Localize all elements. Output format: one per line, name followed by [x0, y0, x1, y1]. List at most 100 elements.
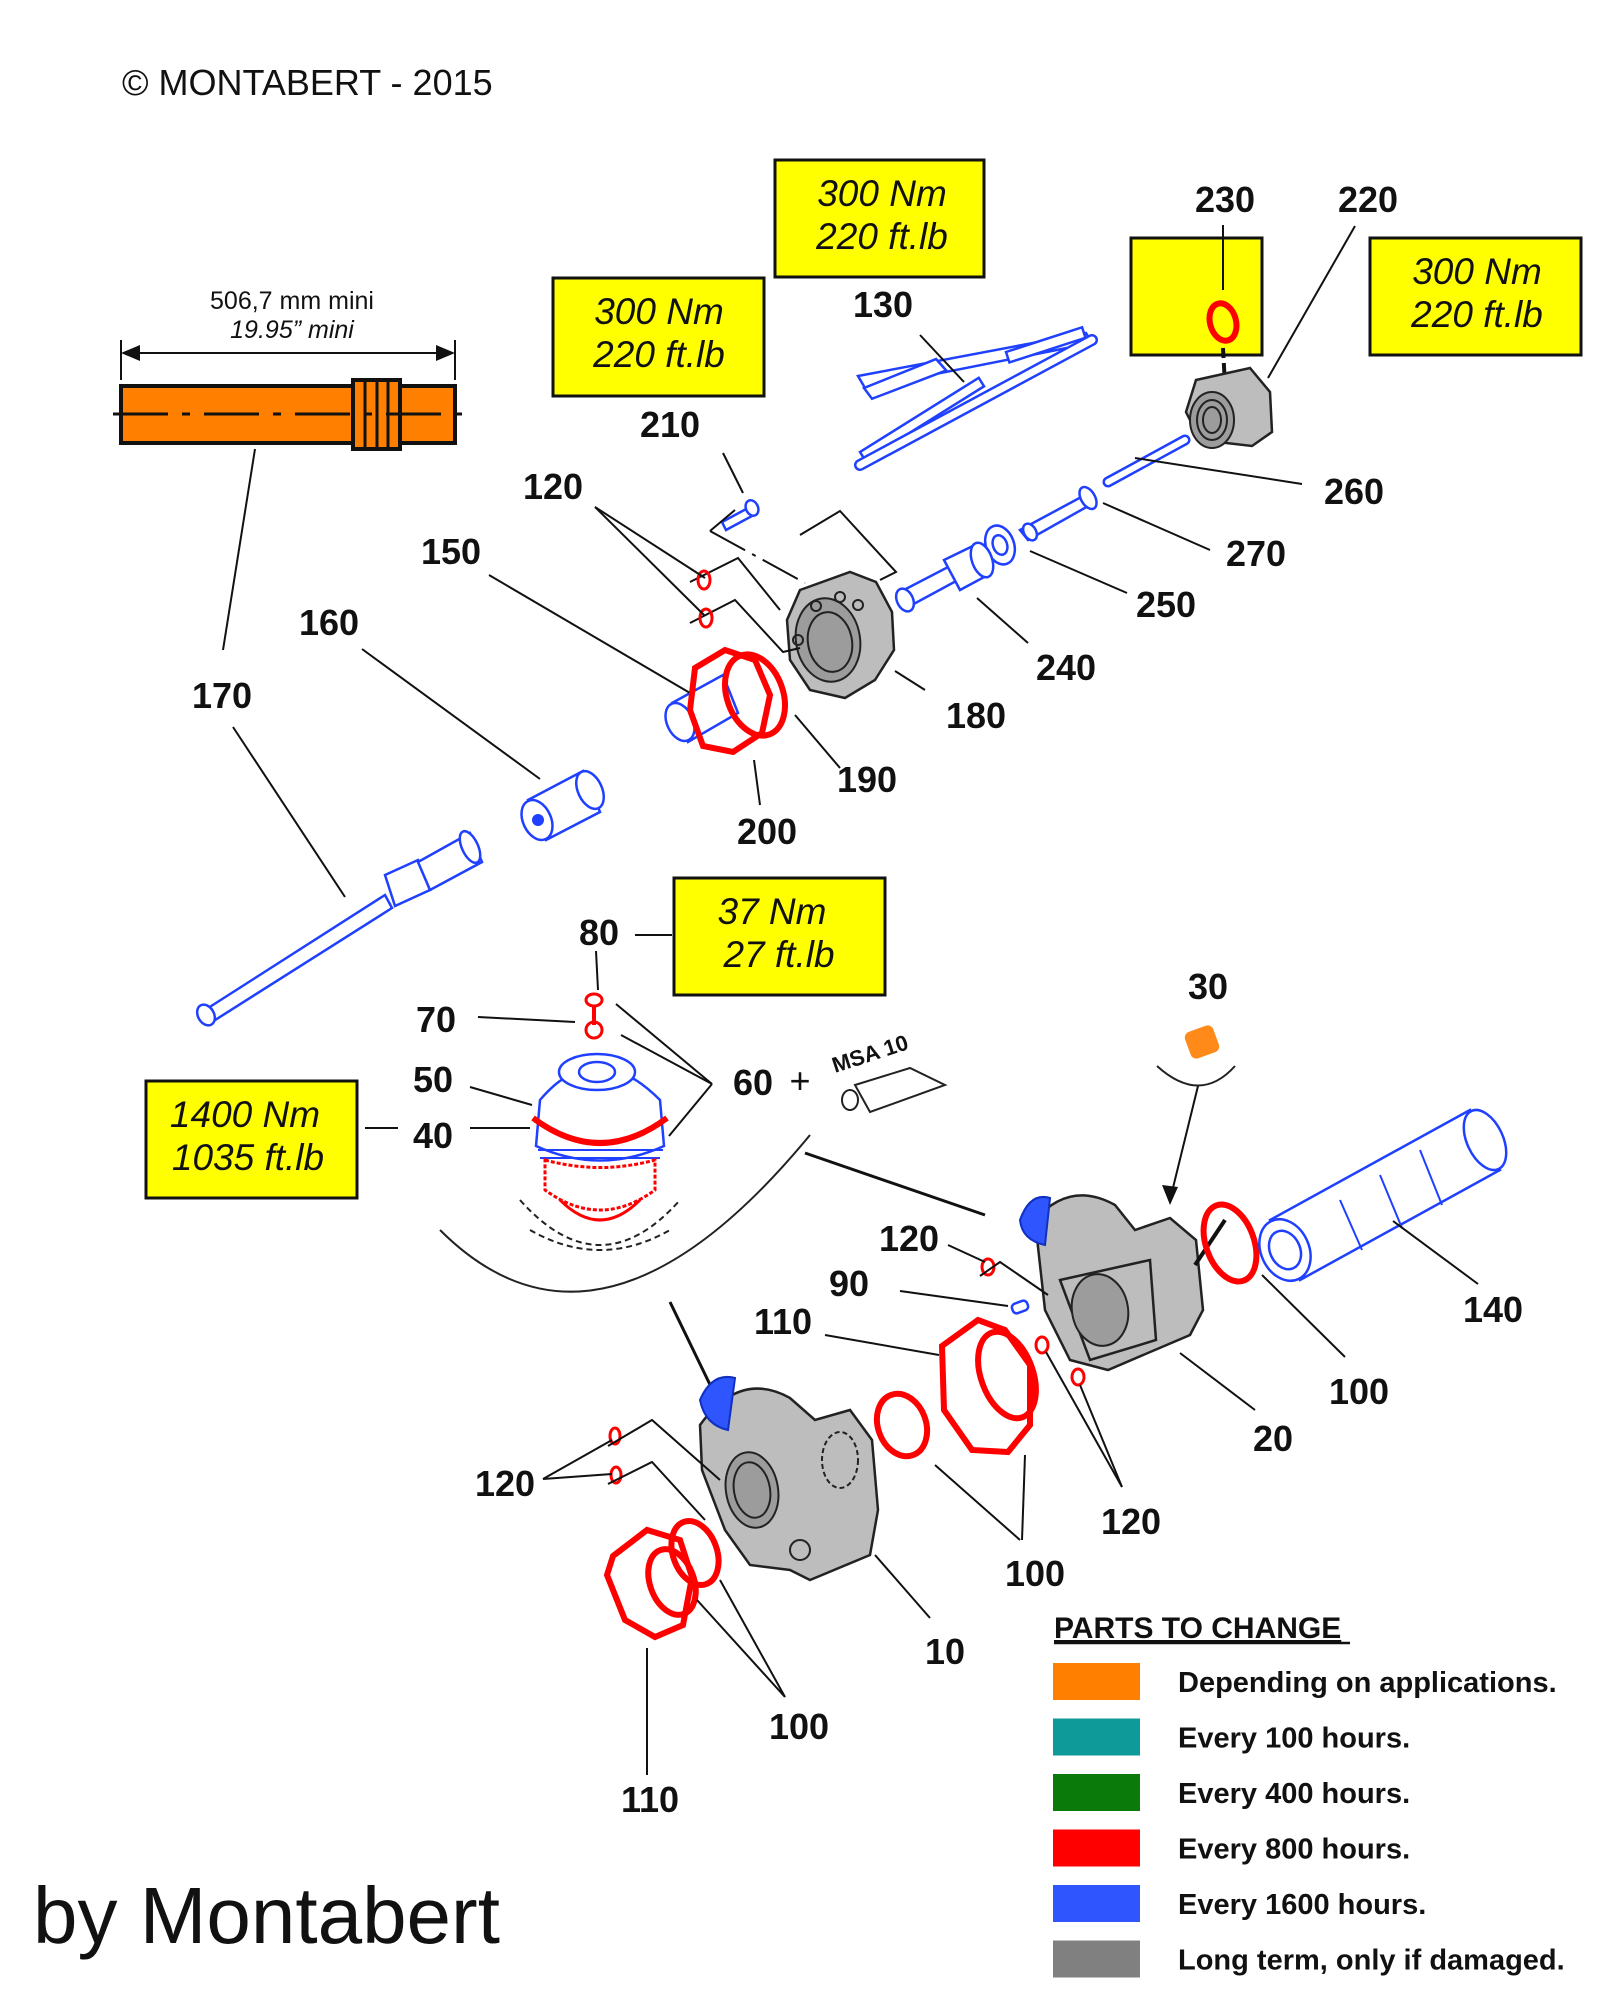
part-90-pin[interactable] [1010, 1299, 1030, 1315]
part-30-plug[interactable] [1183, 1024, 1221, 1061]
part-100-o-ring-mid-b[interactable] [869, 1387, 936, 1464]
legend-swatch [1053, 1718, 1140, 1756]
leader-190 [794, 714, 841, 769]
label-110-mid: 110 [754, 1301, 812, 1342]
part-120-o-ring-c[interactable] [1034, 1335, 1050, 1355]
torque-box-40: 1400 Nm 1035 ft.lb [144, 1079, 359, 1200]
part-220-plug[interactable] [1184, 366, 1274, 449]
leader-110-mid [824, 1334, 940, 1356]
leader-170 [232, 726, 346, 898]
legend-swatch [1053, 1829, 1140, 1867]
legend-title: PARTS TO CHANGE [1054, 1612, 1341, 1645]
part-50-seal-ring[interactable] [531, 1115, 669, 1146]
detail-circle-arc [439, 1134, 811, 1293]
part-20-housing[interactable] [1018, 1194, 1205, 1372]
part-120-o-ring-left-a[interactable] [608, 1426, 622, 1446]
label-130: 130 [853, 284, 913, 325]
part-130-tie-rod[interactable] [856, 325, 1094, 463]
label-100-right: 100 [1329, 1371, 1389, 1412]
leader-120-mid [947, 1244, 986, 1263]
torque-box-130: 300 Nm 220 ft.lb [773, 158, 986, 279]
label-210: 210 [640, 404, 700, 445]
label-50: 50 [413, 1059, 453, 1100]
leader-130 [919, 334, 965, 383]
leader-80-down [595, 950, 599, 991]
part-270-valve-stem[interactable] [1018, 484, 1100, 543]
leader-120-left-bracket-b [607, 1460, 706, 1521]
part-210-screw[interactable] [720, 498, 761, 532]
legend-item: Depending on applications. [1053, 1663, 1557, 1700]
label-120-left: 120 [475, 1463, 535, 1504]
legend-label: Every 800 hours. [1178, 1834, 1410, 1866]
label-70: 70 [416, 999, 456, 1040]
leader-160 [361, 648, 541, 780]
leader-140 [1392, 1220, 1479, 1285]
torque-40-nm: 1400 Nm [170, 1094, 320, 1135]
leader-120-top-b [594, 506, 706, 617]
part-30-arc [1156, 1065, 1236, 1087]
label-200: 200 [737, 811, 797, 852]
detail-pointer-lower [668, 1301, 717, 1396]
part-100-o-ring-right[interactable] [1194, 1197, 1266, 1289]
detail-pointer-right [804, 1151, 986, 1217]
part-100-o-ring-bottom-b[interactable] [663, 1514, 727, 1591]
part-230-o-ring[interactable] [1206, 300, 1241, 344]
part-100-o-ring-mid-a[interactable] [967, 1324, 1047, 1426]
label-150: 150 [421, 531, 481, 572]
grease-tube-msa10[interactable]: MSA 10 [829, 1030, 948, 1114]
part-180-head[interactable] [785, 570, 896, 700]
accumulator-membrane [519, 1158, 681, 1251]
part-150-piston[interactable] [660, 673, 740, 746]
legend-swatch [1053, 1774, 1140, 1811]
leader-100-bottom-b [719, 1579, 786, 1698]
part-110-hex-seal-mid[interactable] [938, 1316, 1033, 1456]
legend-item: Every 100 hours. [1053, 1718, 1410, 1756]
part-160-sleeve[interactable] [515, 767, 609, 845]
torque-210-nm: 300 Nm [594, 291, 724, 332]
arrow-30-icon [1162, 1185, 1178, 1205]
torque-box-210: 300 Nm 220 ft.lb [551, 276, 766, 398]
label-60-plus: + [789, 1060, 810, 1101]
leader-100-right [1261, 1274, 1346, 1358]
part-110-hex-seal-bottom[interactable] [603, 1526, 696, 1641]
part-190-o-ring[interactable] [714, 646, 795, 744]
torque-130-nm: 300 Nm [817, 173, 947, 214]
leader-100-mid-a [934, 1464, 1021, 1541]
part-80-screw[interactable] [584, 992, 604, 1025]
label-10: 10 [925, 1631, 965, 1672]
part-100-o-ring-bottom-a[interactable] [640, 1543, 705, 1622]
part-260-rod[interactable] [1102, 434, 1191, 488]
leader-170-top [222, 448, 256, 651]
leader-220 [1267, 225, 1356, 379]
dimension-metric: 506,7 mm mini [210, 287, 374, 315]
part-170-tool[interactable] [194, 828, 485, 1028]
legend-item: Every 800 hours. [1053, 1829, 1410, 1867]
footer-credit: by Montabert [33, 1871, 500, 1960]
label-60: 60 [733, 1062, 773, 1103]
part-120-o-ring-top-a[interactable] [696, 569, 712, 591]
leader-270 [1102, 502, 1211, 551]
torque-130-ftlb: 220 ft.lb [815, 216, 948, 257]
label-120-bottom: 120 [1101, 1501, 1161, 1542]
torque-210-ftlb: 220 ft.lb [592, 334, 725, 375]
label-160: 160 [299, 602, 359, 643]
legend-label: Every 400 hours. [1178, 1778, 1410, 1810]
part-10-housing[interactable] [698, 1376, 880, 1582]
part-70-washer[interactable] [584, 1020, 604, 1040]
torque-80-nm: 37 Nm [718, 891, 827, 932]
leader-250 [1029, 550, 1128, 594]
part-140-sleeve[interactable] [1250, 1103, 1515, 1289]
dimension-imperial: 19.95” mini [230, 316, 355, 344]
leader-10 [874, 1554, 931, 1619]
part-120-o-ring-top-b[interactable] [698, 607, 714, 629]
tool-dimension-drawing: 506,7 mm mini 19.95” mini [113, 287, 462, 651]
copyright-text: © MONTABERT - 2015 [122, 62, 493, 103]
legend-swatch [1053, 1940, 1140, 1978]
leader-60-b [620, 1034, 713, 1085]
label-30: 30 [1188, 966, 1228, 1007]
part-240-sleeve[interactable] [893, 540, 998, 615]
leader-60-a [615, 1003, 713, 1085]
label-120-mid: 120 [879, 1218, 939, 1259]
part-120-o-ring-d[interactable] [1070, 1367, 1086, 1387]
accumulator-detail [439, 1134, 986, 1396]
